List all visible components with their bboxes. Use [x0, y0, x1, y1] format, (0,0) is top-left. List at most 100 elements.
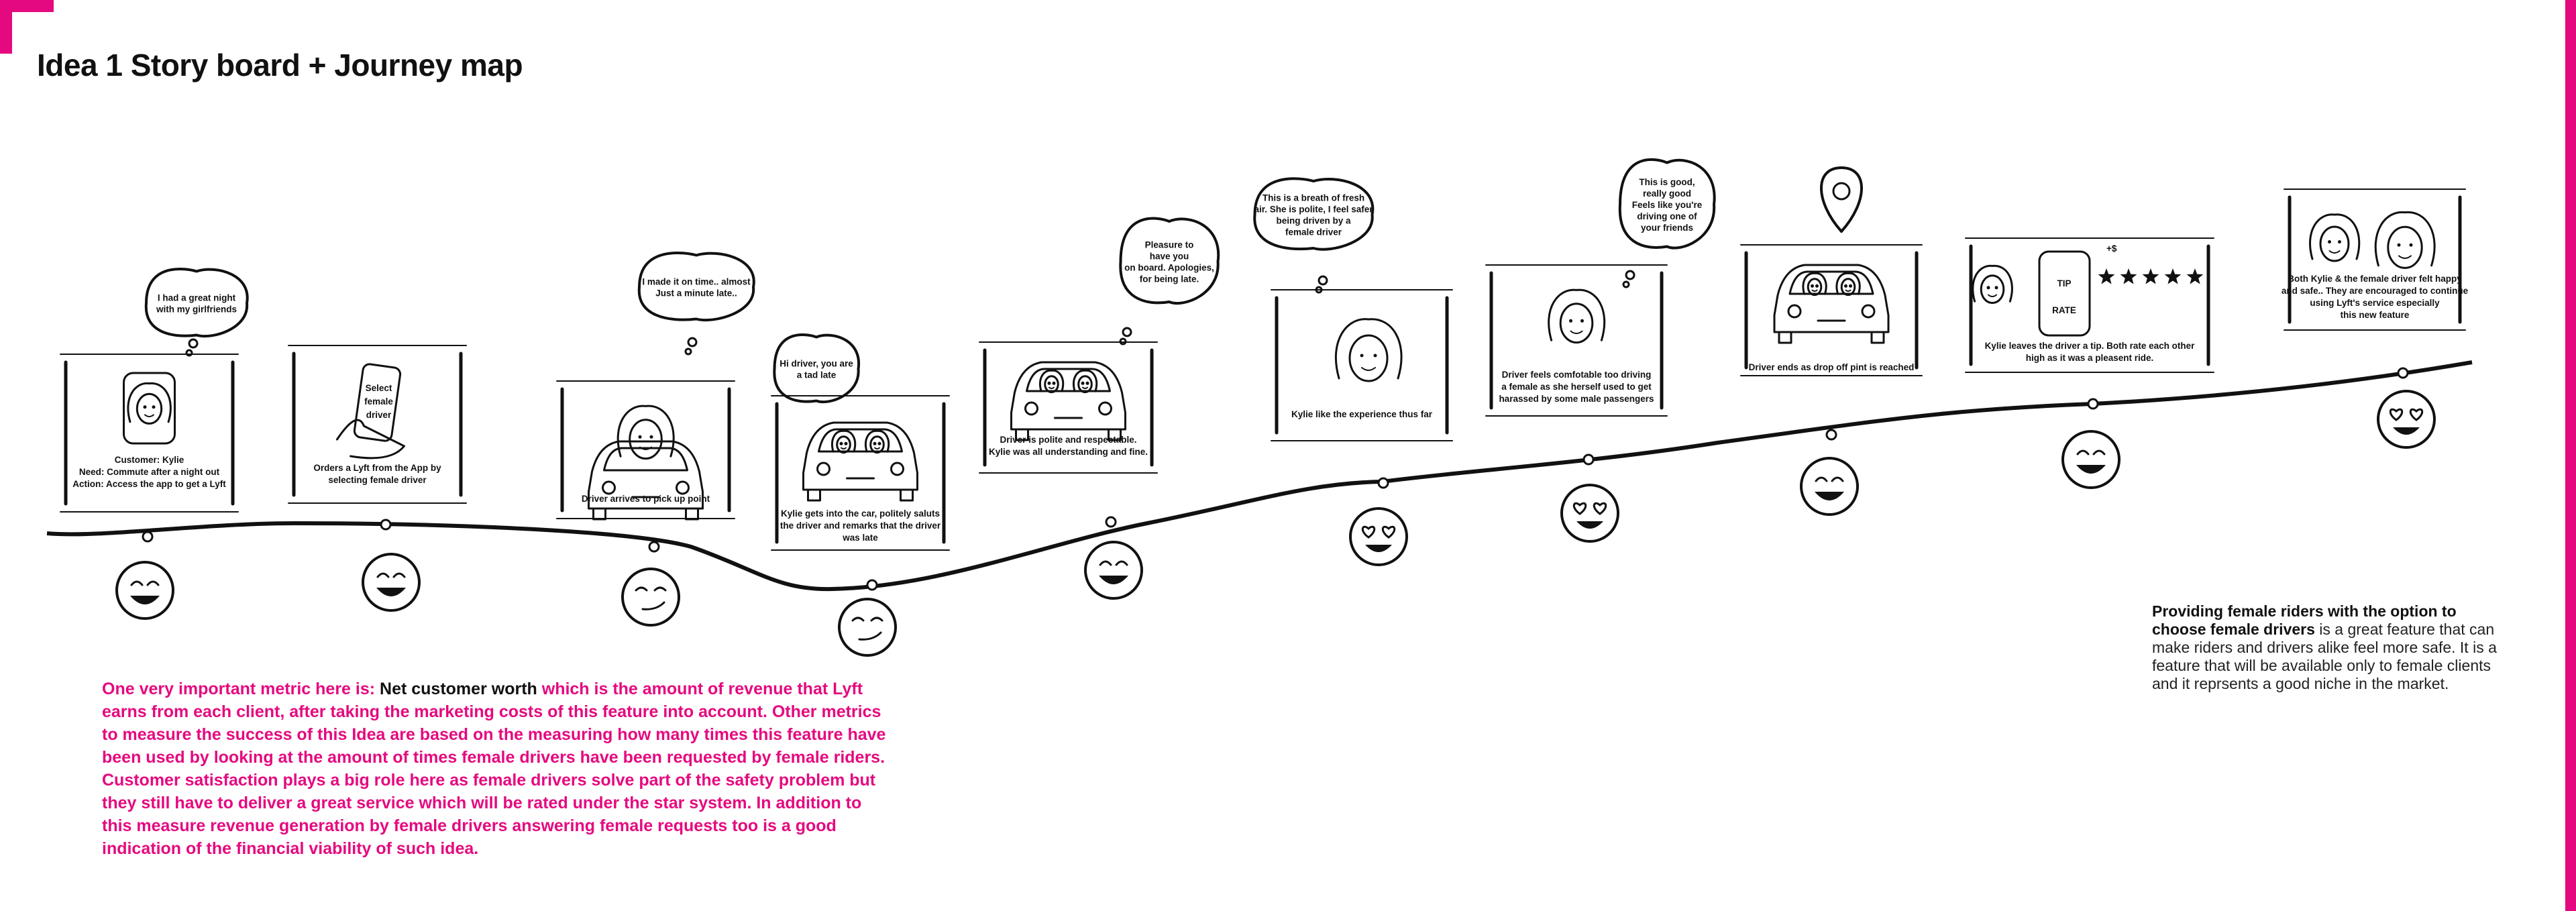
- eye: [152, 405, 156, 409]
- metric-paragraph: One very important metric here is: Net c…: [102, 678, 894, 860]
- step-caption-line: and safe.. They are encouraged to contin…: [2282, 286, 2469, 296]
- heart-eye: [2389, 408, 2404, 421]
- bubble-dot: [684, 347, 692, 356]
- eye: [1844, 284, 1847, 288]
- bubble-dot: [1318, 275, 1328, 286]
- car-wheel: [807, 488, 821, 502]
- bubble-text-line: have you: [1150, 252, 1189, 262]
- bubble-dot: [687, 337, 698, 347]
- person-sketch: [1835, 272, 1861, 297]
- eye: [1047, 381, 1051, 385]
- hair: [1548, 288, 1606, 341]
- storyboard-panel: Driver is polite and respectable.Kylie w…: [979, 217, 1220, 474]
- heart-eye: [1361, 525, 1376, 539]
- car-sketch: [1773, 264, 1890, 344]
- bubble-text-line: Just a minute late..: [655, 288, 737, 299]
- emoji-eye: [1099, 560, 1112, 566]
- person-sketch: [1073, 369, 1098, 394]
- eye: [649, 435, 653, 439]
- metric-intro: One very important metric here is:: [102, 680, 380, 698]
- summary-paragraph: Providing female riders with the option …: [2152, 602, 2514, 693]
- bubble-text-line: your friends: [1641, 223, 1693, 233]
- heart-eyes-emoji-icon: [1560, 484, 1619, 543]
- phone-screen-text-line: Select: [366, 383, 392, 393]
- eye: [1052, 381, 1056, 385]
- eye: [1569, 319, 1572, 323]
- car-windshield: [1788, 270, 1874, 295]
- car-wheel: [900, 488, 914, 502]
- car-wheel: [1015, 428, 1029, 441]
- phone-sketch: [2038, 250, 2091, 337]
- hair: [1039, 369, 1065, 392]
- emoji-eye: [653, 586, 667, 592]
- emoji-outline: [2377, 390, 2436, 449]
- eye: [2409, 243, 2413, 247]
- emoji-mouth: [2076, 465, 2106, 474]
- phone-screen-text-line: female: [364, 396, 393, 407]
- emoji-eye: [130, 580, 144, 586]
- emoji-eye: [376, 572, 390, 578]
- eye: [2338, 240, 2341, 244]
- happy-emoji-icon: [2061, 430, 2121, 489]
- car-headlight: [816, 462, 830, 476]
- hair: [1972, 264, 2013, 303]
- summary-body: is a great feature that can make riders …: [2152, 621, 2497, 692]
- mouth: [1361, 367, 1376, 371]
- hair: [616, 405, 675, 458]
- step-caption-line: Kylie leaves the driver a tip. Both rate…: [1985, 341, 2196, 351]
- page-title: Idea 1 Story board + Journey map: [37, 48, 523, 83]
- journey-node: [142, 531, 154, 543]
- face: [2319, 225, 2350, 262]
- car-body: [1773, 264, 1890, 333]
- car-sketch: [802, 421, 918, 502]
- person-sketch: [1334, 318, 1403, 382]
- face: [2387, 225, 2423, 269]
- emoji-outline: [621, 568, 680, 627]
- car-windshield: [818, 428, 903, 453]
- emoji-eye: [635, 586, 648, 592]
- face: [1077, 375, 1093, 394]
- car-headlight: [1098, 401, 1112, 416]
- heart-eye: [1381, 525, 1396, 539]
- bubble-outline: [773, 333, 861, 404]
- step-caption-line: Action: Access the app to get a Lyft: [72, 479, 226, 489]
- emoji-outline: [1349, 507, 1408, 566]
- car-headlight: [890, 462, 904, 476]
- car-headlight: [602, 480, 616, 495]
- bubble-text-line: Feels like you're: [1632, 200, 1703, 210]
- bubble-dot: [1122, 327, 1132, 337]
- face: [1807, 278, 1823, 297]
- bubble-text-line: really good: [1643, 189, 1691, 199]
- hair: [1835, 272, 1861, 295]
- bubble-outline: [637, 251, 755, 322]
- eye: [1081, 381, 1085, 385]
- step-caption: Driver is polite and respectable.Kylie w…: [989, 435, 1148, 457]
- step-caption-line: Kylie like the experience thus far: [1291, 409, 1433, 419]
- emoji-eye: [870, 617, 883, 622]
- journey-node: [648, 541, 660, 553]
- emoji-mouth: [1576, 521, 1603, 529]
- mouth: [2398, 255, 2412, 259]
- car-headlight: [1024, 401, 1038, 416]
- storyboard-panel: Driver ends as drop off pint is reached: [1740, 166, 1923, 376]
- emoji-eye: [146, 580, 160, 586]
- hair: [127, 382, 172, 423]
- rating-star-icon: [2142, 268, 2159, 284]
- emoji-mouth: [130, 596, 160, 604]
- heart-eye: [1572, 502, 1587, 515]
- emoji-eye: [2076, 449, 2090, 455]
- eye: [1994, 286, 1998, 290]
- person-sketch: [1802, 272, 1827, 297]
- eye: [143, 405, 147, 409]
